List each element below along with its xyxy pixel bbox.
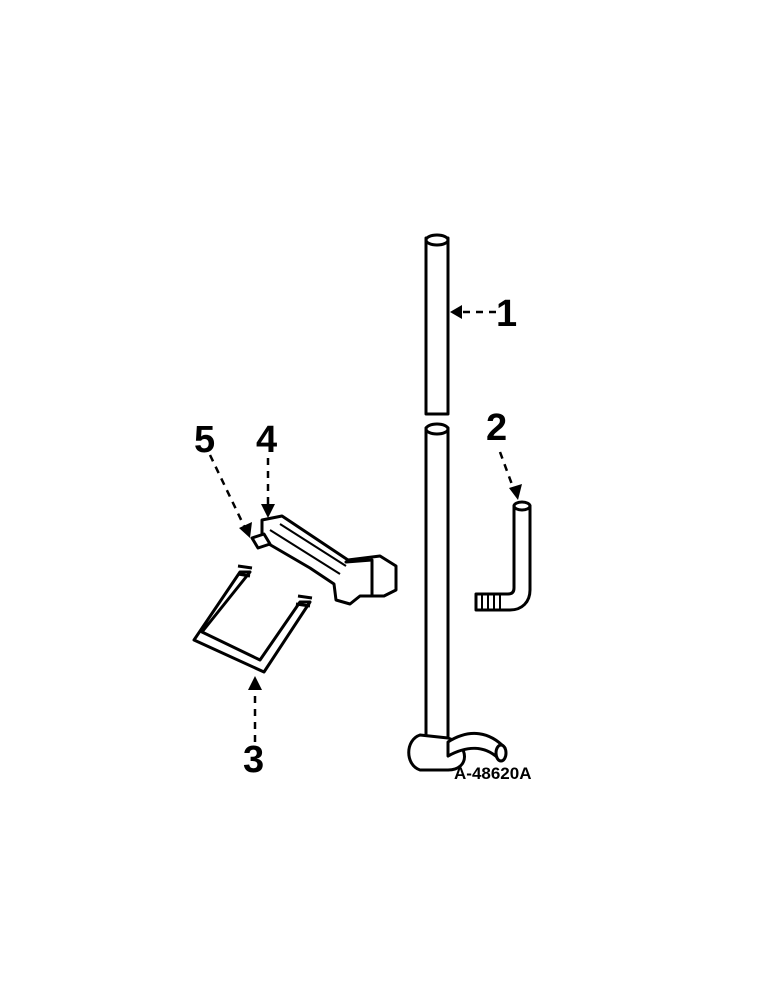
callout-1: 1 [496, 293, 517, 335]
rod-part-1 [407, 233, 508, 772]
figure-id: A-48620A [454, 764, 532, 783]
leader-lines [208, 305, 522, 742]
callout-5: 5 [194, 419, 215, 461]
u-bolt-part-3 [192, 564, 313, 674]
callout-2: 2 [486, 407, 507, 449]
callout-3: 3 [243, 739, 264, 781]
callout-4: 4 [256, 419, 277, 461]
l-pin-part-2 [474, 500, 532, 612]
fastener-part-5 [250, 532, 272, 550]
clamp-part-4 [260, 514, 398, 606]
